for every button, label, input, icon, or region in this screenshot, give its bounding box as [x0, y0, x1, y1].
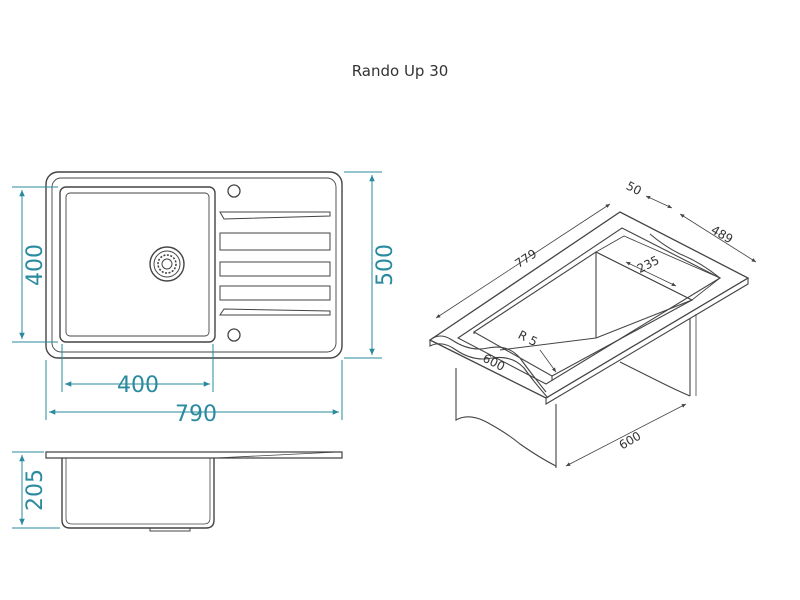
sink-frame-outer — [428, 211, 750, 399]
top-view — [45, 171, 343, 359]
cabinet-left-side — [455, 368, 557, 467]
iso-dimensions — [435, 195, 757, 467]
bowl-inner — [65, 192, 210, 337]
side-bowl-body — [61, 458, 215, 529]
counter-right-edge — [649, 233, 721, 279]
bowl-opening — [472, 251, 694, 377]
dim-cabinet-front: 600 — [480, 351, 507, 374]
side-drainer-slope — [214, 451, 339, 459]
sink-inner-rim — [51, 177, 337, 353]
dim-bowl-width: 400 — [117, 373, 159, 398]
side-bowl-inner — [65, 458, 211, 525]
dim-depth: 205 — [23, 469, 48, 511]
bowl-outline — [59, 186, 216, 343]
dim-bowl-height: 400 — [23, 244, 48, 286]
drain-icon — [149, 246, 185, 282]
dim-overall-width: 790 — [175, 402, 217, 427]
sink-frame-edge — [545, 278, 749, 405]
side-view-dimensions — [12, 451, 60, 529]
isometric-view — [428, 211, 750, 468]
drawing-title: Rando Up 30 — [351, 62, 449, 80]
side-top-flange — [45, 451, 343, 459]
dim-frame-width: 50 — [624, 179, 644, 198]
dim-overall-height: 500 — [373, 244, 398, 286]
top-view-dimensions — [12, 171, 382, 420]
dim-length: 779 — [512, 247, 539, 271]
dim-width: 489 — [709, 223, 736, 247]
dim-cabinet-side: 600 — [617, 429, 644, 453]
tap-hole-bottom — [227, 328, 241, 342]
cabinet-back-wavy — [619, 361, 691, 397]
side-view — [45, 451, 343, 532]
sink-outer-rim — [45, 171, 343, 359]
side-drain-stub — [149, 528, 191, 532]
counter-left-edge — [429, 335, 547, 393]
tap-hole-top — [227, 184, 241, 198]
drainer-ribs — [219, 211, 331, 316]
